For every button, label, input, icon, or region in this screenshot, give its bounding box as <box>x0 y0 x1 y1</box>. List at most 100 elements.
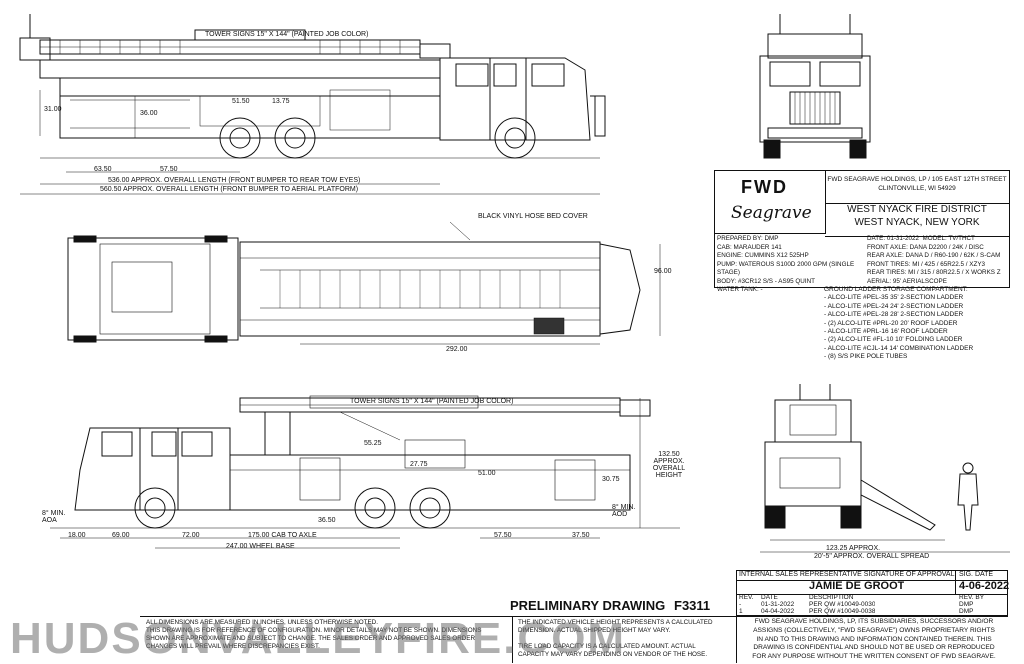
spec-line: REAR TIRES: MI / 315 / 80R22.5 / X WORKS… <box>867 269 1001 276</box>
logo-box: FWD Seagrave <box>715 171 826 234</box>
side-view-bottom <box>50 395 680 549</box>
note-line: DRAWING IS CONFIDENTIAL AND SHOULD NOT B… <box>753 644 995 652</box>
specs-right: DATE: 01-31-2022 MODEL: TV/THCT FRONT AX… <box>867 235 1007 286</box>
spec-line: DATE: 01-31-2022 MODEL: TV/THCT <box>867 235 1007 244</box>
customer-line: WEST NYACK, NEW YORK <box>854 217 980 228</box>
dim-label: 72.00 <box>182 532 200 539</box>
rev-header: DESCRIPTION <box>809 594 854 601</box>
dim-label: 13.75 <box>272 98 290 105</box>
overall-length-tow-label: 536.00 APPROX. OVERALL LENGTH (FRONT BUM… <box>108 177 361 184</box>
rev-header: REV. <box>739 594 754 601</box>
note-line: FOR ANY PURPOSE WITHOUT THE WRITTEN CONS… <box>752 653 996 661</box>
preliminary-label: PRELIMINARY DRAWING <box>510 598 666 613</box>
fwd-logo: FWD <box>741 177 788 197</box>
note-line: DIMENSION. ACTUAL SHIPPED HEIGHT MAY VAR… <box>518 627 671 634</box>
rev-header: REV. BY <box>959 594 985 601</box>
ladder-item: - (2) ALCO-LITE #PRL-20 20' ROOF LADDER <box>824 319 958 327</box>
rev-cell: 04-04-2022 <box>761 608 795 615</box>
dim-label: 51.50 <box>232 98 250 105</box>
rev-cell: PER QW #10049-0030 <box>809 601 876 608</box>
rev-cell: PER QW #10049-0038 <box>809 608 876 615</box>
spec-line: AERIAL: 95' AERIALSCOPE <box>867 277 947 285</box>
ladder-item: - (8) S/S PIKE POLE TUBES <box>824 353 908 361</box>
dim-label: 57.50 <box>494 532 512 539</box>
spec-line: FRONT AXLE: DANA D2200 / 24K / DISC <box>867 243 984 251</box>
title-block: FWD Seagrave FWD SEAGRAVE HOLDINGS, LP /… <box>714 170 1010 293</box>
spec-line: WATER TANK: - <box>717 286 763 293</box>
tower-signs-label-top: TOWER SIGNS 15" X 144" (PAINTED JOB COLO… <box>205 31 369 38</box>
front-view <box>759 14 871 159</box>
dim-label: 27.75 <box>410 461 428 468</box>
dim-label: 18.00 <box>68 532 86 539</box>
note-line: IN AND TO THIS DRAWING AND INFORMATION C… <box>756 635 992 643</box>
ladder-item: - ALCO-LITE #PEL-24 24' 2-SECTION LADDER <box>824 302 964 310</box>
note-line: THIS DRAWING IS FOR REFERENCE OF CONFIGU… <box>146 627 482 634</box>
stabilizer-spread-label: 123.25 APPROX. <box>826 545 881 552</box>
spec-line: FRONT TIRES: MI / 425 / 65R22.5 / XZY3 <box>867 260 986 268</box>
customer-line: WEST NYACK FIRE DISTRICT <box>847 204 987 215</box>
rev-cell: DMP <box>959 601 974 608</box>
dim-label: 36.50 <box>318 517 336 524</box>
spec-line: BODY: #3CR12 S/S - AS95 QUINT <box>717 277 815 285</box>
ladder-item: - ALCO-LITE #PRL-16 16' ROOF LADDER <box>824 328 948 336</box>
note-line: CAPACITY MAY VARY DEPENDING ON VENDOR OF… <box>518 651 708 658</box>
rear-view <box>760 384 1010 553</box>
dim-label: 31.00 <box>44 106 62 113</box>
note-line: ASSIGNS (COLLECTIVELY, "FWD SEAGRAVE") O… <box>753 626 995 634</box>
customer-name: WEST NYACK FIRE DISTRICT WEST NYACK, NEW… <box>825 200 1009 237</box>
sig-date-header: SIG. DATE <box>959 571 994 578</box>
spec-model: MODEL: TV/THCT <box>922 235 975 242</box>
overall-spread-label: 20'-5" APPROX. OVERALL SPREAD <box>814 553 930 560</box>
signer-name: JAMIE DE GROOT <box>809 580 905 592</box>
overall-height-label: 132.50 APPROX. OVERALL HEIGHT <box>652 451 686 479</box>
rev-cell: 01-31-2022 <box>761 601 795 608</box>
aoa-label: 8° MIN. AOA <box>42 510 66 524</box>
plan-length-label: 292.00 <box>446 346 468 353</box>
note-line: FWD SEAGRAVE HOLDINGS, LP, ITS SUBSIDIAR… <box>754 618 994 625</box>
dim-label: 55.25 <box>364 440 382 447</box>
dim-label: 51.00 <box>478 470 496 477</box>
rev-cell: - <box>739 601 742 608</box>
spec-line: CAB: MARAUDER 141 <box>717 243 782 251</box>
seagrave-logo: Seagrave <box>731 203 812 223</box>
specs-left: PREPARED BY: DMP CAB: MARAUDER 141 ENGIN… <box>717 235 867 295</box>
spec-line: PUMP: WATEROUS S100D 2000 GPM (SINGLE ST… <box>717 260 855 277</box>
company-address: FWD SEAGRAVE HOLDINGS, LP / 105 EAST 12T… <box>825 171 1009 204</box>
spec-date: DATE: 01-31-2022 <box>867 235 920 242</box>
rev-header: DATE <box>761 594 778 601</box>
dim-label: 57.50 <box>160 166 178 173</box>
ladder-item: - ALCO-LITE #PEL-28 28' 2-SECTION LADDER <box>824 311 964 319</box>
ladder-list: GROUND LADDER STORAGE COMPARTMENT: - ALC… <box>824 286 973 362</box>
signature-date: 4-06-2022 <box>959 580 1010 592</box>
drawing-number: F3311 <box>674 598 711 613</box>
dim-label: 63.50 <box>94 166 112 173</box>
notes-left: ALL DIMENSIONS ARE MEASURED IN INCHES, U… <box>146 619 481 651</box>
rev-cell: DMP <box>959 608 974 615</box>
approval-block: INTERNAL SALES REPRESENTATIVE SIGNATURE … <box>736 570 1010 616</box>
watermark: HUDSONVALLEYFIRE.COM <box>10 614 627 663</box>
wheel-base-label: 247.00 WHEEL BASE <box>226 543 295 550</box>
ladder-heading: GROUND LADDER STORAGE COMPARTMENT: <box>824 286 968 293</box>
note-line: TIRE LOAD CAPACITY IS A CALCULATED AMOUN… <box>518 643 696 650</box>
overall-length-platform-label: 560.50 APPROX. OVERALL LENGTH (FRONT BUM… <box>100 186 359 193</box>
tower-signs-label-bottom: TOWER SIGNS 15" X 144" (PAINTED JOB COLO… <box>350 398 514 405</box>
note-line: CHANGES WILL PREVAIL WHERE DISCREPANCIES… <box>146 643 320 650</box>
dim-label: 36.00 <box>140 110 158 117</box>
note-line: ALL DIMENSIONS ARE MEASURED IN INCHES, U… <box>146 619 378 626</box>
dim-label: 69.00 <box>112 532 130 539</box>
ladder-item: - ALCO-LITE #PEL-35 35' 2-SECTION LADDER <box>824 294 964 302</box>
approval-header: INTERNAL SALES REPRESENTATIVE SIGNATURE … <box>739 571 955 578</box>
spec-line: PREPARED BY: DMP <box>717 235 779 242</box>
notes-middle: THE INDICATED VEHICLE HEIGHT REPRESENTS … <box>518 619 713 659</box>
address-line: FWD SEAGRAVE HOLDINGS, LP / 105 EAST 12T… <box>827 176 1007 183</box>
aod-label: 8° MIN. AOD <box>612 504 636 518</box>
side-view-top <box>19 14 606 195</box>
hose-bed-cover-label: BLACK VINYL HOSE BED COVER <box>478 213 588 220</box>
dim-label: 30.75 <box>602 476 620 483</box>
ladder-item: - ALCO-LITE #CJL-14 14' COMBINATION LADD… <box>824 344 974 352</box>
spec-line: ENGINE: CUMMINS X12 525HP <box>717 252 809 259</box>
ladder-item: - (2) ALCO-LITE #FL-10 10' FOLDING LADDE… <box>824 336 963 344</box>
plan-view <box>67 221 661 345</box>
address-line: CLINTONVILLE, WI 54929 <box>878 185 956 192</box>
